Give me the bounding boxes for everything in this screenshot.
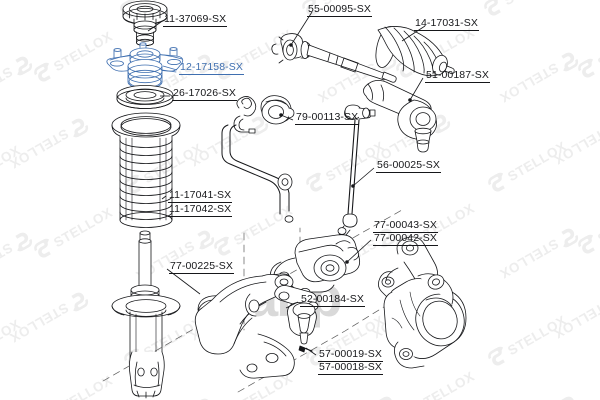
label-text: 55-00095-SX <box>307 3 372 17</box>
label-text: 56-00025-SX <box>376 159 441 173</box>
label-56-00025-SX[interactable]: 56-00025-SX <box>376 160 441 173</box>
label-55-00095-SX[interactable]: 55-00095-SX <box>307 4 372 17</box>
label-79-00113-SX[interactable]: 79-00113-SX <box>295 111 360 125</box>
label-text: 14-17031-SX <box>414 17 479 31</box>
label-11-17041-SX[interactable]: 11-17041-SX <box>168 189 233 203</box>
label-text: 51-00187-SX <box>425 69 490 83</box>
label-text: 12-17158-SX <box>179 61 244 75</box>
label-11-17042-SX[interactable]: 11-17042-SX <box>168 203 233 217</box>
label-text: 79-00113-SX <box>295 111 360 125</box>
label-51-00187-SX[interactable]: 51-00187-SX <box>425 70 490 83</box>
label-text: 57-00018-SX <box>318 361 383 375</box>
label-11-37069-SX[interactable]: 11-37069-SX <box>163 13 228 27</box>
label-text: 52-00184-SX <box>300 293 365 307</box>
label-text: 11-37069-SX <box>163 13 228 27</box>
label-77-00225-SX[interactable]: 77-00225-SX <box>169 261 234 274</box>
label-text: 11-17042-SX <box>168 203 233 217</box>
label-text: 77-00042-SX <box>373 232 438 246</box>
label-12-17158-SX[interactable]: 12-17158-SX <box>179 62 244 75</box>
label-text: 77-00225-SX <box>169 260 234 274</box>
label-14-17031-SX[interactable]: 14-17031-SX <box>414 18 479 31</box>
label-57-00018-SX[interactable]: 57-00018-SX <box>318 362 383 375</box>
label-text: 11-17041-SX <box>168 189 233 203</box>
label-77-00042-SX[interactable]: 77-00042-SX <box>373 233 438 246</box>
label-text: 26-17026-SX <box>172 87 237 101</box>
label-52-00184-SX[interactable]: 52-00184-SX <box>300 294 365 307</box>
label-26-17026-SX[interactable]: 26-17026-SX <box>172 88 237 101</box>
